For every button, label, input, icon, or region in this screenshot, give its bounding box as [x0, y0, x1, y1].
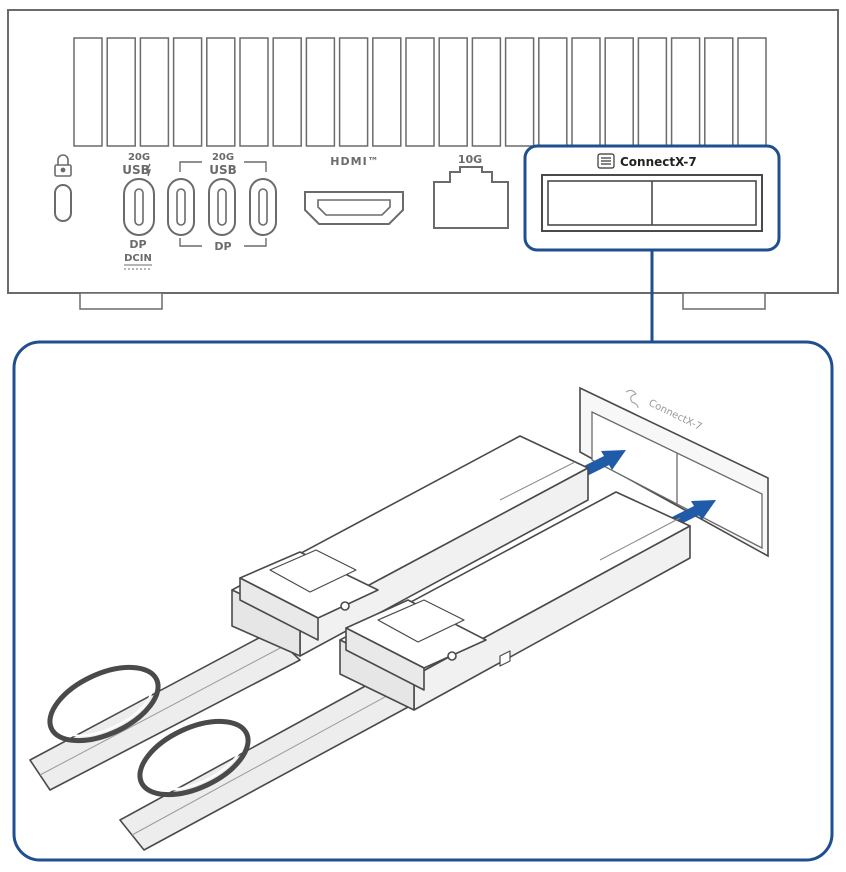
vent-slot — [139, 37, 170, 147]
nvidia-connectx-logo-icon — [597, 153, 615, 169]
vent-slot — [438, 37, 468, 147]
usb-c-group-bracket-bottom — [179, 238, 267, 247]
vent-slot — [106, 37, 136, 147]
kensington-slot — [54, 184, 72, 222]
vent-slot — [73, 37, 103, 147]
vent-slot — [405, 37, 435, 147]
latch-front-screw — [447, 651, 457, 661]
detail-connectx-logo-icon — [625, 389, 639, 409]
usb-c-left-dp-label: DP — [129, 238, 146, 251]
usb-c-group-speed: 20G — [212, 152, 234, 163]
usb-c-port-3-tongue — [258, 188, 268, 226]
vent-slot — [338, 37, 369, 147]
chassis-foot-right — [682, 292, 766, 310]
vent-slot — [704, 37, 734, 147]
vent-slot — [670, 37, 701, 147]
vent-slot — [272, 37, 302, 147]
usb-c-port-1-tongue — [176, 188, 186, 226]
usb-c-group-usb-label: USB — [209, 163, 237, 177]
vent-slot — [372, 37, 402, 147]
vent-slot — [504, 37, 535, 147]
ethernet-label: 10G — [458, 153, 482, 166]
usb-c-left-speed: 20G — [128, 152, 150, 163]
usb-c-port-2-tongue — [217, 188, 227, 226]
cable-front-pull-tab — [137, 718, 251, 798]
qsfp-cable-front — [119, 491, 691, 851]
transceiver-front-marking — [499, 650, 511, 667]
vent-slot — [172, 37, 203, 147]
ethernet-rj45-port[interactable] — [433, 166, 509, 229]
chassis-foot-left — [79, 292, 163, 310]
latch-back-front — [239, 577, 319, 641]
usb-c-group-dp-label: DP — [214, 240, 231, 253]
cable-back-jacket — [29, 631, 301, 791]
power-delivery-icon — [145, 163, 151, 177]
vent-slot — [637, 37, 668, 147]
hdmi-port-inner — [317, 199, 391, 216]
latch-back-screw — [340, 601, 350, 611]
hdmi-label: HDMI™ — [330, 155, 379, 168]
qsfp-cable-back — [29, 435, 589, 791]
vent-slot — [538, 37, 568, 147]
rear-panel: 20G USB DP DCIN 20G USB DP HDMI™ 10G — [7, 9, 839, 310]
usb-c-left-usb-label: USB — [122, 163, 150, 177]
vent-slot — [737, 37, 767, 147]
vent-slot — [571, 37, 601, 147]
latch-front-front — [345, 627, 425, 691]
usb-c-port-group — [167, 178, 277, 236]
usb-c-left-dcin-label: DCIN — [124, 253, 152, 264]
detail-view: ConnectX-7 — [12, 340, 834, 862]
qsfp-port-2[interactable] — [652, 181, 756, 225]
vent-slot — [239, 37, 269, 147]
usb-c-group-bracket-top — [179, 161, 267, 172]
vent-slot — [305, 37, 336, 147]
cable-back-pull-tab — [47, 664, 161, 744]
qsfp-port-1[interactable] — [548, 181, 652, 225]
connectx-7-label: ConnectX-7 — [620, 155, 697, 169]
vent-slot — [206, 37, 236, 147]
vent-slot — [604, 37, 634, 147]
vent-slots — [73, 37, 767, 147]
lock-icon — [54, 154, 72, 177]
vent-slot — [471, 37, 502, 147]
usb-c-port-power-tongue — [134, 188, 144, 226]
